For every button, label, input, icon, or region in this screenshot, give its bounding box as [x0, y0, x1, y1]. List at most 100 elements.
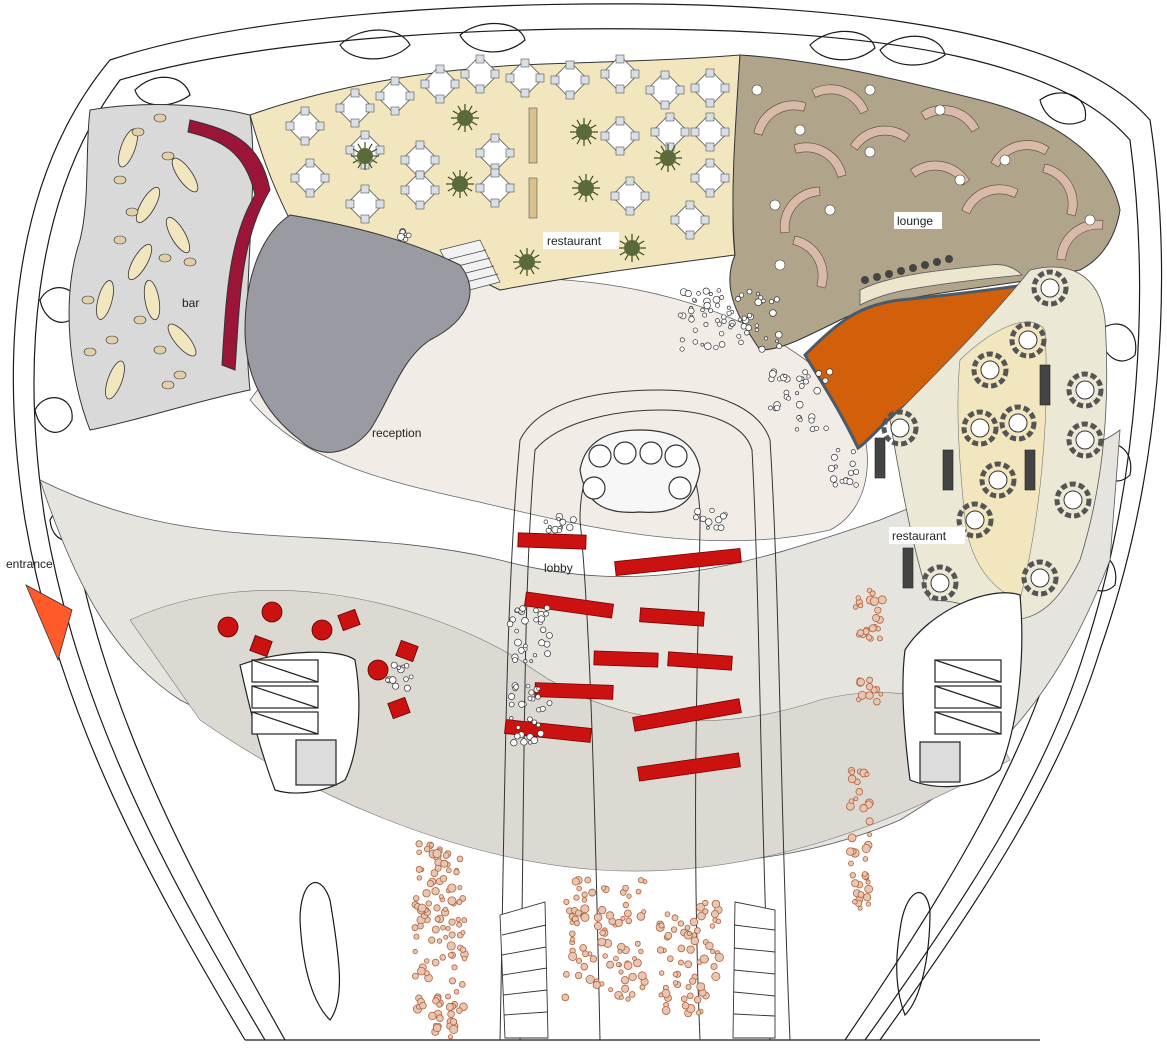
gravel-dot	[754, 298, 763, 307]
table-top	[965, 510, 985, 530]
gravel-dot	[527, 695, 533, 701]
pebble	[857, 690, 867, 700]
table-top	[601, 117, 639, 155]
gravel-dot	[802, 369, 809, 376]
pebble	[431, 887, 440, 896]
square-table	[475, 133, 515, 173]
chair	[615, 84, 625, 94]
pebble	[638, 948, 644, 955]
gravel-dot	[390, 661, 398, 669]
table-top	[1018, 330, 1038, 350]
bar-stool	[158, 253, 172, 263]
pebble	[447, 896, 457, 906]
gravel-dot	[721, 314, 727, 320]
pebble	[861, 843, 871, 853]
square-table	[550, 60, 590, 100]
gravel-dot	[754, 327, 759, 332]
pebble	[447, 1034, 454, 1040]
round-table	[1066, 421, 1104, 459]
gravel-dot	[713, 344, 719, 351]
plant	[654, 144, 682, 172]
plant	[618, 234, 646, 262]
pebble	[852, 899, 858, 905]
chair	[490, 198, 500, 208]
pebble	[449, 977, 457, 985]
gravel-dot	[775, 331, 783, 339]
chair	[375, 145, 385, 155]
chair	[700, 215, 710, 225]
pebble	[438, 894, 444, 900]
divider-strip	[528, 107, 538, 164]
round-table	[1021, 559, 1059, 597]
pebble	[664, 911, 671, 917]
pebble	[461, 917, 468, 924]
pebble	[617, 948, 623, 954]
pebble	[849, 769, 855, 776]
chair	[315, 121, 325, 131]
chair	[475, 183, 485, 193]
gravel-dot	[694, 507, 702, 516]
gravel-dot	[758, 345, 766, 353]
table-top	[376, 77, 414, 115]
square-table	[600, 116, 640, 156]
gravel-dot	[720, 512, 727, 520]
pebble	[439, 954, 447, 961]
table-top	[476, 134, 514, 172]
pebble	[592, 980, 601, 989]
gravel-dot	[806, 374, 811, 379]
bar-stool	[113, 175, 127, 185]
table-top	[651, 113, 689, 151]
chair	[685, 200, 695, 210]
pebble	[416, 875, 423, 881]
pebble	[432, 1023, 442, 1033]
square-table	[610, 176, 650, 216]
pebble	[709, 923, 716, 929]
table-top	[601, 55, 639, 93]
pebble	[424, 958, 430, 964]
gravel-dot	[716, 288, 722, 293]
gravel-dot	[719, 295, 725, 300]
square-table	[420, 64, 460, 104]
gravel-dot	[705, 525, 710, 530]
chair	[300, 136, 310, 146]
chair	[520, 58, 530, 68]
gravel-dot	[687, 307, 695, 315]
gravel-dot	[679, 337, 685, 343]
pebble	[602, 953, 608, 959]
pebble	[451, 964, 458, 971]
lounge-sofa	[753, 100, 807, 136]
chair	[400, 155, 410, 165]
pebble	[685, 984, 692, 991]
chair	[600, 69, 610, 79]
round-table	[971, 351, 1009, 389]
gravel-dot	[794, 427, 800, 432]
lounge-sofa	[910, 160, 970, 186]
pebble	[598, 906, 607, 915]
pebble	[848, 798, 855, 804]
round-table	[999, 404, 1037, 442]
gravel-dot	[853, 482, 859, 488]
pebble	[857, 629, 865, 637]
chair	[630, 69, 640, 79]
pebble	[563, 898, 570, 905]
gravel-dot	[513, 684, 519, 690]
label-entrance: entrance	[6, 557, 53, 571]
lobby-sofa	[593, 650, 659, 668]
bar-sofa	[105, 360, 125, 400]
pebble	[864, 771, 870, 777]
chair	[430, 155, 440, 165]
pebble	[852, 604, 859, 610]
gravel-dot	[403, 676, 409, 682]
gravel-dot	[539, 705, 546, 712]
chair	[660, 100, 670, 110]
chair	[690, 127, 700, 137]
gravel-dot	[529, 659, 534, 663]
table-top	[691, 159, 729, 197]
pebble	[434, 916, 441, 923]
gravel-dot	[405, 232, 412, 239]
gravel-dot	[518, 700, 526, 708]
pebble	[711, 899, 721, 909]
gravel-dot	[745, 324, 752, 331]
building-shell	[12, 3, 1163, 1041]
pebble	[848, 860, 854, 867]
